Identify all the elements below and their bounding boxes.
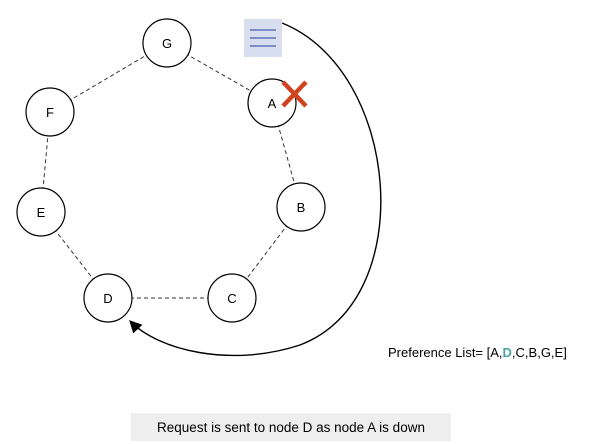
node-e-label: E: [37, 205, 46, 220]
request-icon: [244, 19, 282, 57]
preference-list-highlight: D: [502, 345, 512, 360]
node-a: A: [247, 78, 297, 128]
down-cross-icon: [281, 80, 308, 108]
preference-list-prefix: Preference List= [A,: [388, 345, 503, 360]
node-c-label: C: [227, 291, 236, 306]
caption-box: Request is sent to node D as node A is d…: [131, 413, 451, 441]
node-b-label: B: [297, 200, 306, 215]
node-g: G: [142, 18, 192, 68]
preference-list: Preference List= [A,D,C,B,G,E]: [388, 345, 567, 360]
node-e: E: [16, 187, 66, 237]
node-a-label: A: [268, 96, 277, 111]
node-d-label: D: [103, 291, 112, 306]
preference-list-suffix: ,C,B,G,E]: [511, 345, 567, 360]
redirect-arrow: [129, 22, 382, 357]
node-b: B: [276, 182, 326, 232]
caption-text: Request is sent to node D as node A is d…: [157, 419, 425, 435]
node-f-label: F: [46, 105, 54, 120]
node-c: C: [207, 273, 257, 323]
node-g-label: G: [162, 36, 172, 51]
node-d: D: [83, 273, 133, 323]
node-f: F: [25, 87, 75, 137]
